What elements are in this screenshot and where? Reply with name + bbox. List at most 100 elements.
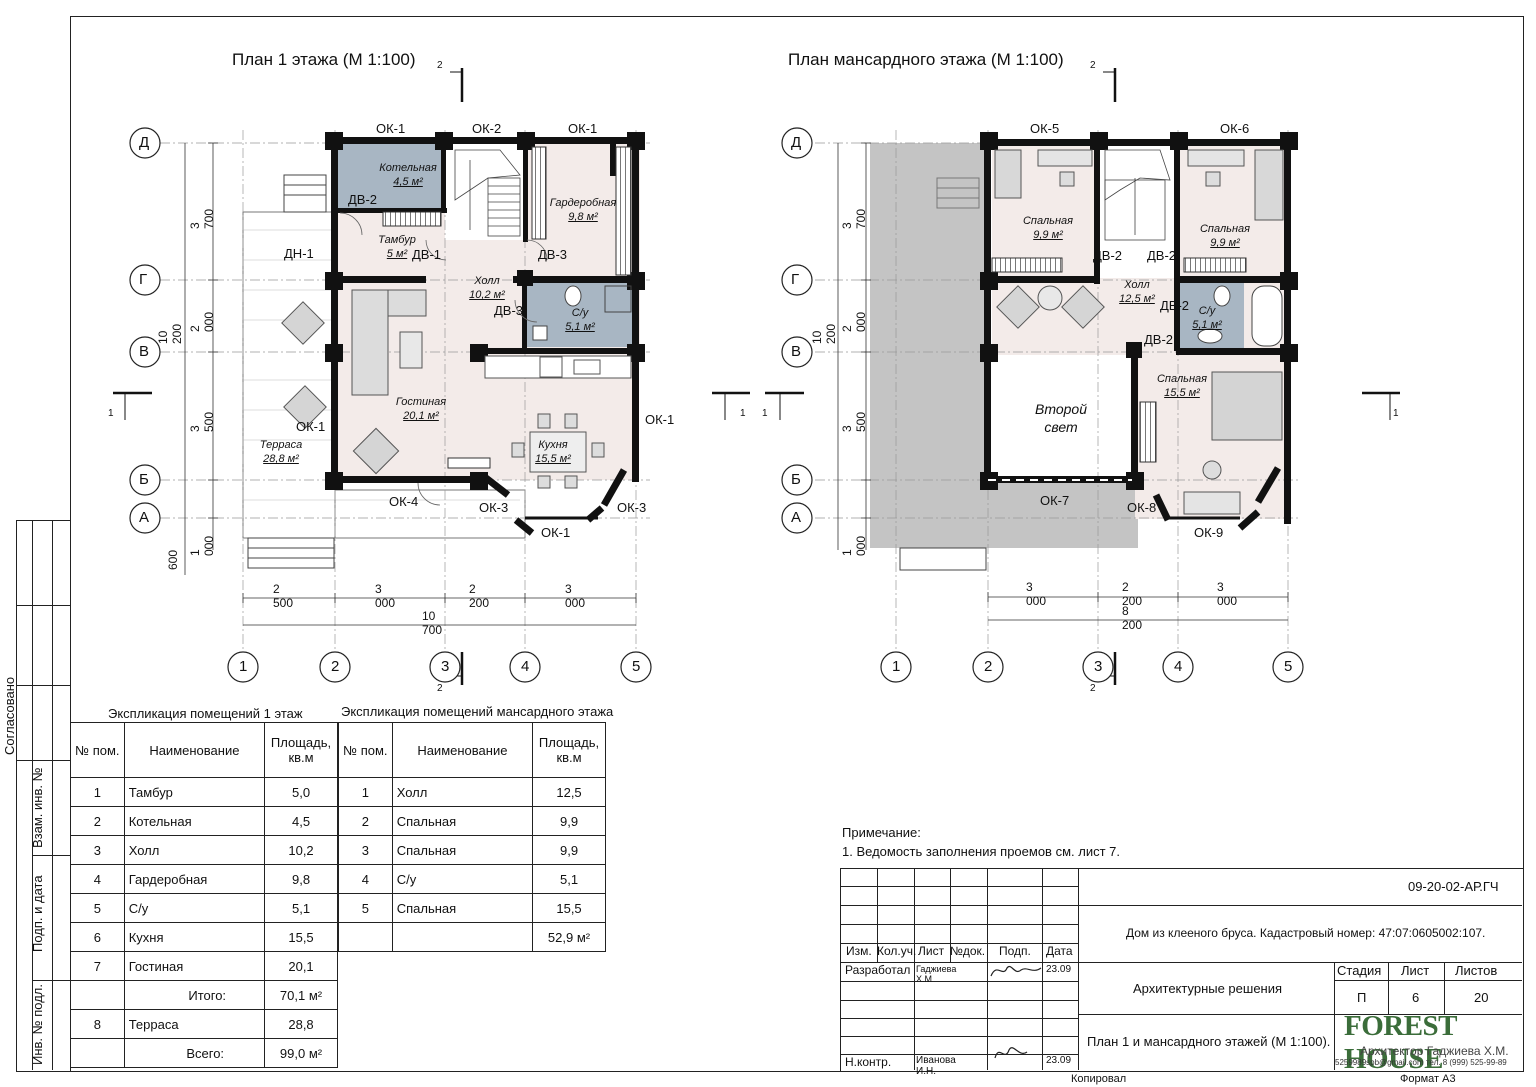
table2-header: Площадь, кв.м (532, 722, 606, 778)
section-number: 1 (762, 408, 768, 419)
axis-label: Г (139, 271, 148, 288)
opening-label: ДВ-3 (538, 247, 568, 262)
stamp-object: Дом из клееного бруса. Кадастровый номер… (1126, 926, 1486, 940)
dim-text: 10 200 (156, 323, 185, 345)
floor1-title: План 1 этажа (М 1:100) (232, 50, 416, 69)
sheets-value: 20 (1474, 990, 1489, 1005)
section-number: 1 (740, 408, 746, 419)
dim-text: 3 700 (188, 208, 217, 230)
note-line: 1. Ведомость заполнения проемов см. лист… (842, 844, 1120, 859)
stamp-col: Подп. (999, 944, 1031, 958)
axis-label: 3 (441, 658, 450, 675)
table1-header: Площадь, кв.м (264, 722, 338, 778)
axis-label: Д (139, 134, 150, 151)
copied-label: Копировал (1071, 1073, 1127, 1085)
dim-text: 3 000 (1026, 580, 1047, 608)
opening-label: ОК-3 (617, 500, 647, 515)
axis-label: Б (139, 471, 149, 488)
dim-text: 3 500 (840, 411, 869, 433)
dim-text: 2 000 (188, 311, 217, 333)
section-number: 2 (1090, 60, 1096, 71)
note-heading: Примечание: (842, 825, 921, 840)
axis-label: Д (791, 134, 802, 151)
opening-label: ОК-4 (389, 494, 419, 509)
opening-label: ДВ-1 (412, 247, 442, 262)
dim-text: 8 200 (1122, 604, 1143, 632)
axis-label: А (139, 509, 150, 526)
axis-label: 2 (984, 658, 993, 675)
opening-label: ДВ-2 (1093, 248, 1123, 263)
axis-label: 5 (632, 658, 641, 675)
axis-label: 2 (331, 658, 340, 675)
side-strip (16, 520, 71, 1072)
stage-value: П (1357, 990, 1367, 1005)
axis-label: 3 (1094, 658, 1103, 675)
section-number: 2 (437, 60, 443, 71)
brand-architect: Архитектор Гаджиева Х.М. (1360, 1044, 1509, 1058)
dim-text: 3 000 (375, 582, 396, 610)
opening-label: ДВ-3 (494, 303, 524, 318)
axis-label: А (791, 509, 802, 526)
table1-header: Наименование (123, 722, 266, 778)
developed-date: 23.09 (1046, 964, 1072, 975)
dim-text: 3 700 (840, 208, 869, 230)
dim-text: 2 000 (840, 311, 869, 333)
section-number: 2 (437, 683, 443, 694)
dim-text: 3 500 (188, 411, 217, 433)
stamp-col: Изм. (846, 944, 872, 958)
floor2-title: План мансардного этажа (М 1:100) (788, 50, 1064, 69)
stamp-col: Кол.уч. (877, 944, 917, 958)
dim-text: 1 000 (840, 535, 869, 557)
stamp-col: Лист (918, 944, 945, 958)
stamp-col: Дата (1046, 944, 1073, 958)
dim-text: 2 200 (1122, 580, 1143, 608)
axis-label: 5 (1284, 658, 1293, 675)
opening-label: ОК-1 (296, 419, 326, 434)
opening-label: ОК-8 (1127, 500, 1157, 515)
opening-label: ДВ-2 (1160, 298, 1190, 313)
table1-header: № пом. (70, 722, 125, 778)
opening-label: ОК-1 (376, 121, 406, 136)
opening-label: ОК-6 (1220, 121, 1250, 136)
stamp-section: Архитектурные решения (1133, 981, 1283, 996)
opening-label: ОК-1 (568, 121, 598, 136)
section-number: 2 (1090, 683, 1096, 694)
section-number: 1 (108, 408, 114, 419)
floor2-plan (765, 68, 1400, 685)
title-block-grid (840, 868, 1522, 1070)
dim-text: 2 200 (469, 582, 490, 610)
opening-label: ОК-1 (645, 412, 675, 427)
stamp-col: №док. (950, 944, 986, 958)
stamp-sheet-title: План 1 и мансардного этажей (М 1:100). (1087, 1034, 1331, 1049)
table-row-subtotal: Итого:70,1 м² (70, 980, 338, 1010)
opening-label: ОК-1 (541, 525, 571, 540)
opening-label: ДВ-2 (1147, 248, 1177, 263)
title-block (840, 868, 1523, 1071)
control-name: Иванова И.Н. (916, 1055, 956, 1077)
axis-label: 1 (239, 658, 248, 675)
dim-text: 2 500 (273, 582, 294, 610)
brand-logo: FOREST HOUSE (1344, 1010, 1457, 1075)
axis-bubbles (129, 127, 1304, 683)
floor1-plan (113, 68, 750, 685)
table1-caption: Экспликация помещений 1 этаж (108, 706, 303, 721)
